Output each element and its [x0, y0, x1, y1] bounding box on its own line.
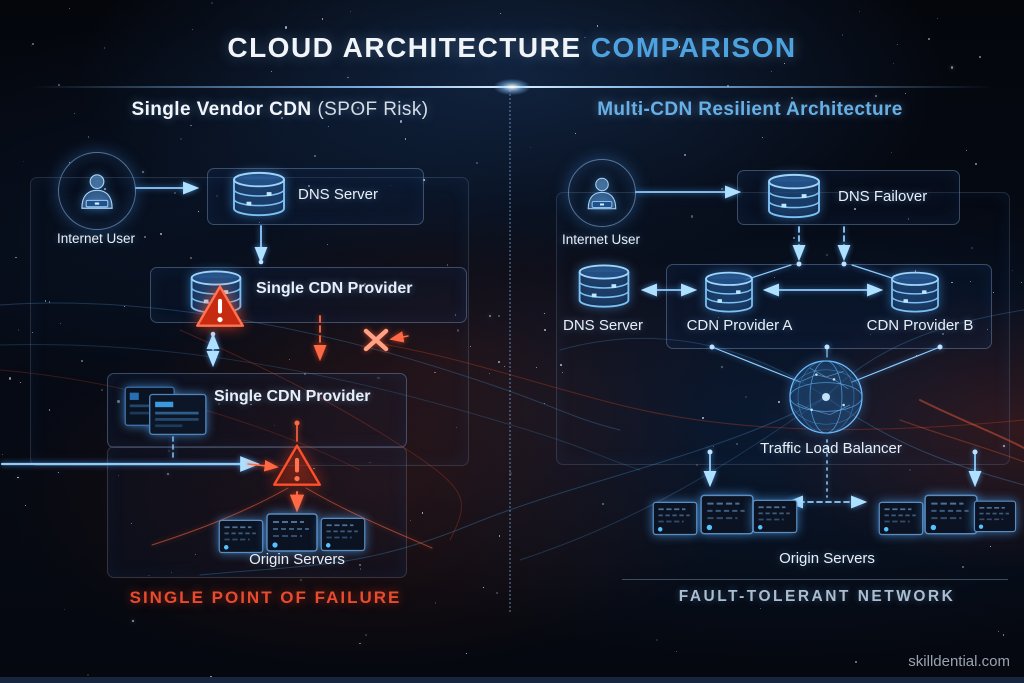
left-column-header: Single Vendor CDN(SPOF Risk): [90, 99, 470, 121]
server-icon: [318, 514, 368, 554]
left-internet-user-node: [58, 152, 136, 230]
right-footer-divider: [622, 579, 1008, 580]
left-internet-user-label: Internet User: [56, 231, 136, 246]
left-header-suffix: (SPOF Risk): [317, 99, 429, 120]
right-origin-servers-label: Origin Servers: [779, 550, 875, 567]
server-icon: [972, 496, 1018, 536]
divider-flare: [487, 76, 537, 98]
right-internet-user-node: [568, 159, 636, 227]
server-icon: [698, 490, 756, 538]
user-icon: [581, 172, 623, 214]
left-dns-server-label: DNS Server: [298, 186, 379, 203]
right-internet-user-label: Internet User: [561, 232, 641, 247]
right-cdn-provider-b-label: CDN Provider B: [866, 317, 974, 334]
title-accent: COMPARISON: [590, 32, 797, 63]
bottom-edge-bar: [0, 677, 1024, 683]
left-header-main: Single Vendor CDN: [131, 99, 312, 120]
database-icon: [886, 270, 944, 316]
left-origin-servers-label: Origin Servers: [249, 551, 345, 568]
database-icon: [228, 170, 290, 220]
database-icon: [762, 172, 826, 222]
center-divider: [509, 90, 511, 612]
warning-triangle-icon: [194, 283, 246, 331]
server-icon: [750, 496, 800, 536]
title-main: CLOUD ARCHITECTURE: [227, 32, 582, 63]
right-column-header: Multi-CDN Resilient Architecture: [597, 99, 903, 120]
right-dns-failover-label: DNS Failover: [838, 188, 928, 205]
server-icon: [650, 498, 700, 538]
database-icon: [574, 260, 634, 314]
server-icon: [216, 516, 266, 556]
user-icon: [74, 168, 120, 214]
right-cdn-provider-a-label: CDN Provider A: [686, 317, 793, 334]
left-footer-spof: SINGLE POINT OF FAILURE: [129, 588, 402, 607]
left-cdn-provider-bottom-label: Single CDN Provider: [214, 388, 371, 405]
server-icon: [876, 498, 926, 538]
database-icon: [700, 270, 758, 316]
right-dns-server-label: DNS Server: [562, 317, 644, 334]
server-icon: [264, 508, 320, 556]
right-footer-fault-tolerant: FAULT-TOLERANT NETWORK: [678, 588, 956, 605]
right-traffic-load-balancer-label: Traffic Load Balancer: [760, 440, 902, 457]
globe-network-icon: [786, 357, 866, 437]
watermark: skilldential.com: [908, 653, 1010, 670]
server-rack-icon: [120, 380, 212, 438]
page-title: CLOUD ARCHITECTURE COMPARISON: [0, 32, 1024, 64]
left-cdn-provider-top-label: Single CDN Provider: [256, 280, 413, 297]
warning-triangle-icon: [271, 442, 323, 490]
